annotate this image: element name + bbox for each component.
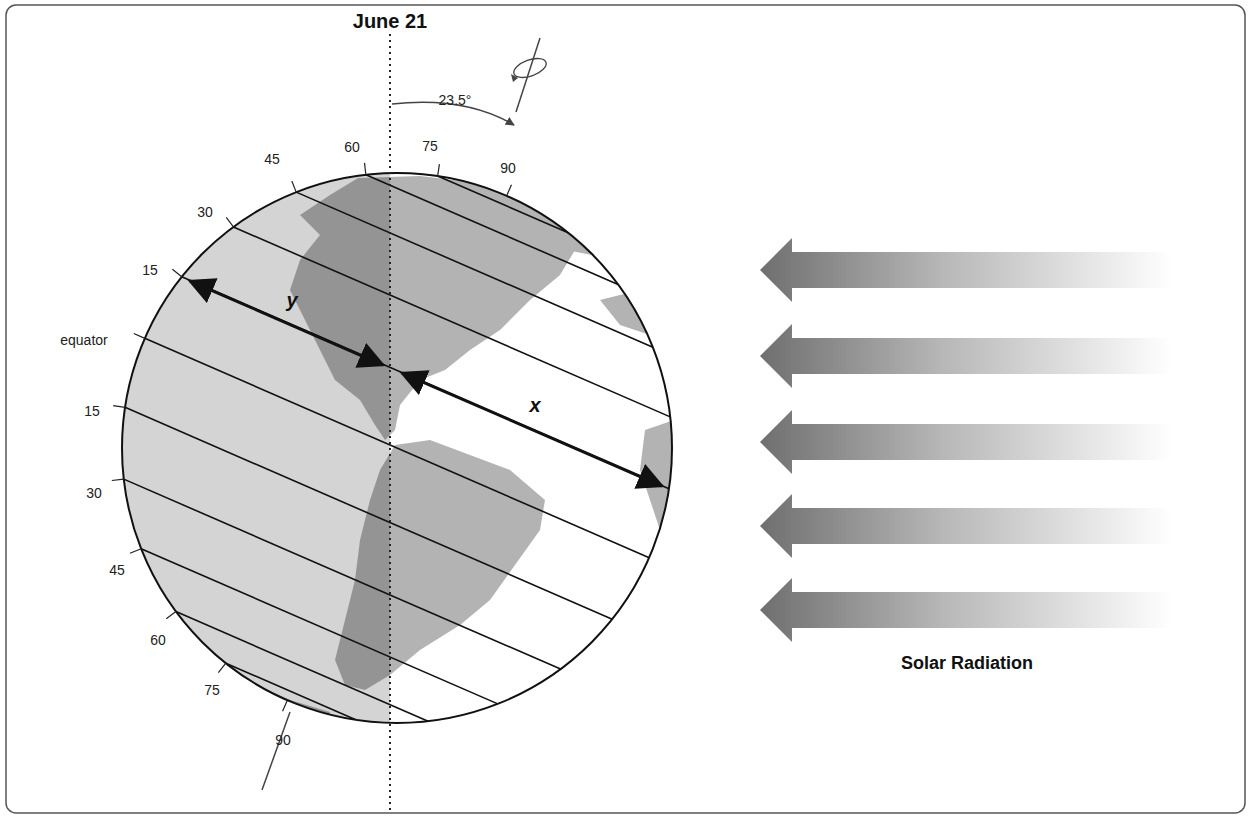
latitude-label: 60 <box>344 140 360 154</box>
solar-rays <box>760 238 1172 642</box>
latitude-label: equator <box>60 333 107 347</box>
latitude-tick <box>130 549 141 553</box>
latitude-label: 30 <box>86 486 102 500</box>
latitude-line <box>226 663 357 720</box>
latitude-label: 15 <box>142 263 158 277</box>
diagram-title: June 21 <box>353 11 427 31</box>
latitude-tick <box>166 612 176 619</box>
solar-ray-arrow <box>760 410 1172 474</box>
rotation-arrow <box>511 74 518 82</box>
distance-arrow <box>190 281 383 365</box>
latitude-tick <box>507 185 512 196</box>
latitude-tick <box>438 164 440 176</box>
latitude-line <box>141 549 498 704</box>
distance-label: y <box>286 290 297 310</box>
latitude-tick <box>113 406 125 408</box>
solar-ray-arrow <box>760 494 1172 558</box>
latitude-line <box>296 192 653 347</box>
latitude-line <box>233 227 670 417</box>
latitude-label: 30 <box>197 205 213 219</box>
latitude-label: 75 <box>422 139 438 153</box>
axis-title: Solar Radiation <box>901 654 1033 672</box>
latitude-label: 45 <box>109 563 125 577</box>
frame <box>6 5 1245 813</box>
latitude-tick <box>283 700 288 711</box>
latitude-label: 60 <box>150 633 166 647</box>
globe-outline <box>122 173 672 723</box>
latitude-line <box>438 176 569 233</box>
latitude-line <box>182 277 669 489</box>
latitude-label: 75 <box>204 683 220 697</box>
latitude-tick <box>218 663 225 672</box>
latitude-line <box>125 407 612 619</box>
latitude-label: 15 <box>84 404 100 418</box>
angle-label: 23.5° <box>439 93 472 107</box>
latitude-label: 45 <box>264 152 280 166</box>
latitude-tick <box>292 181 296 192</box>
solar-ray-arrow <box>760 238 1172 302</box>
terminator-line <box>389 34 391 812</box>
latitude-tick <box>134 334 145 339</box>
solar-ray-arrow <box>760 578 1172 642</box>
distance-arrow <box>402 373 662 486</box>
latitude-line <box>366 175 618 285</box>
distance-label: x <box>529 395 540 415</box>
latitude-label: 90 <box>500 161 516 175</box>
solar-ray-arrow <box>760 324 1172 388</box>
globe <box>110 160 680 740</box>
axis-line <box>262 712 290 790</box>
latitude-tick <box>365 163 366 175</box>
latitude-tick <box>112 479 124 480</box>
latitude-tick <box>172 269 181 276</box>
latitude-line <box>124 479 561 669</box>
rotation-symbol <box>511 55 548 82</box>
night-side <box>110 160 390 740</box>
latitude-tick <box>226 217 233 227</box>
latitude-label: 90 <box>275 733 291 747</box>
axis-line <box>516 38 540 112</box>
